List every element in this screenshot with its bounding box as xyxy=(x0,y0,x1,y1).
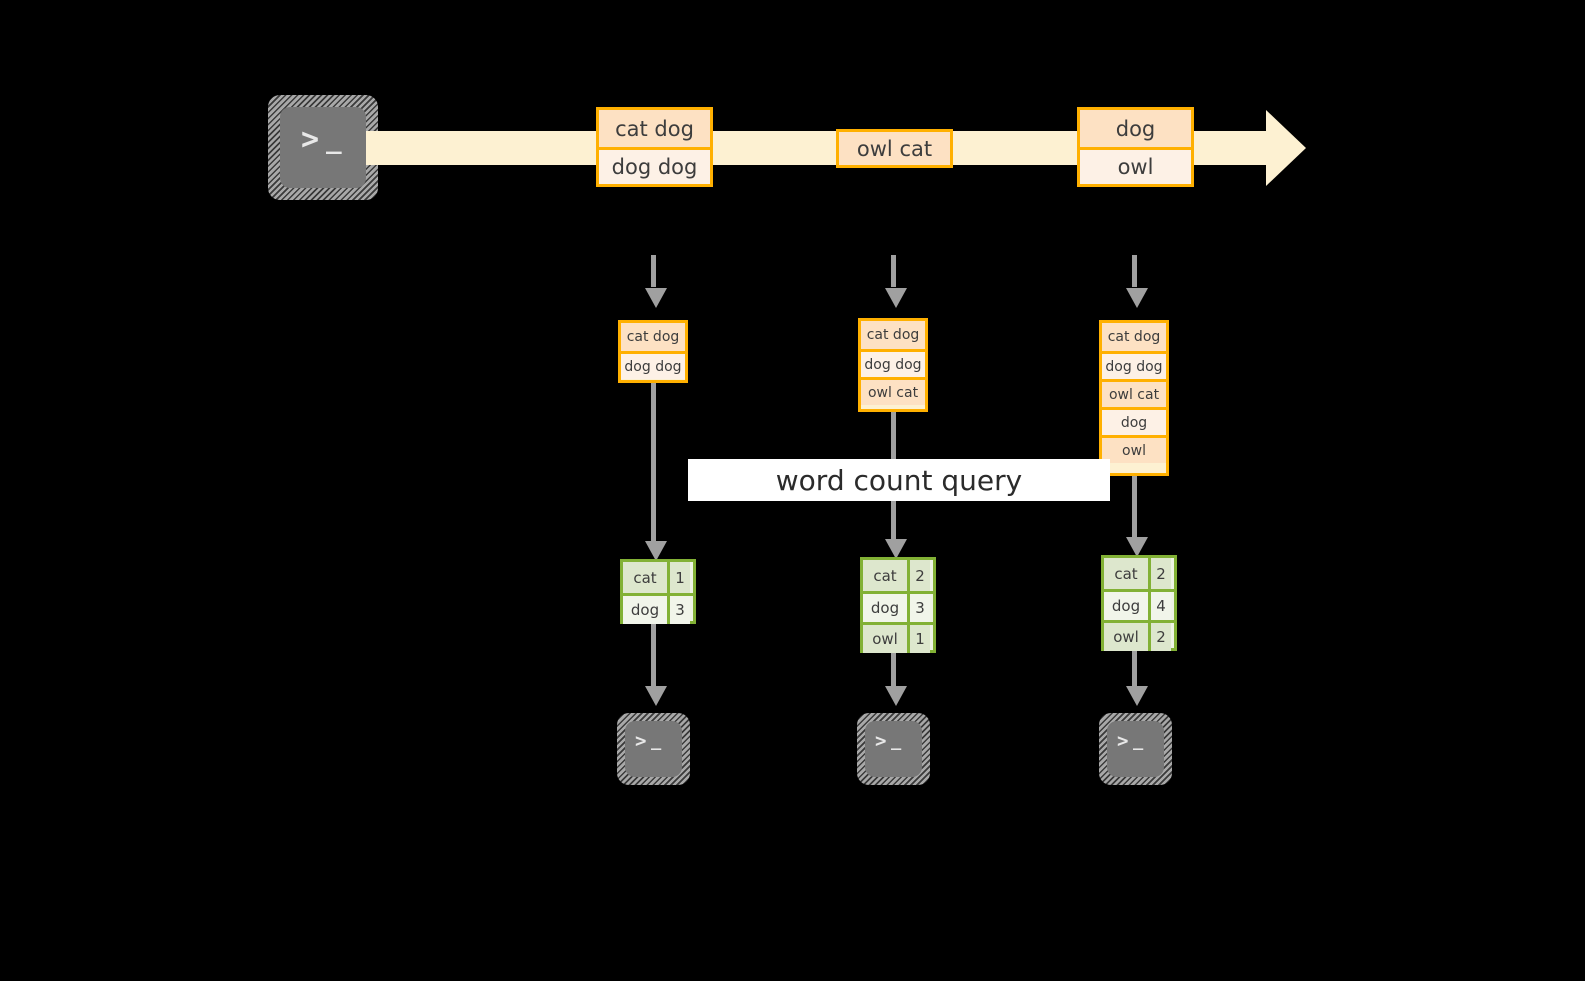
accumulated-row: dog dog xyxy=(621,351,685,379)
result-word: owl xyxy=(863,625,907,653)
terminal-body xyxy=(865,721,922,777)
source-terminal-icon: > _ xyxy=(268,95,378,200)
stream-event-line: dog xyxy=(1080,110,1191,147)
snapshot-2-query-arrowhead xyxy=(885,539,907,559)
snapshot-3-result-table[interactable]: cat 2 dog 4 owl 2 xyxy=(1101,555,1177,651)
stream-event-line: cat dog xyxy=(599,110,710,147)
result-row: dog 3 xyxy=(623,593,693,624)
snapshot-1-accumulated-table[interactable]: cat dog dog dog xyxy=(618,320,688,383)
snapshot-2-sink-arrowhead xyxy=(885,686,907,706)
result-word: cat xyxy=(1104,558,1148,589)
result-count: 2 xyxy=(1148,558,1171,589)
terminal-cursor-icon: _ xyxy=(326,125,342,155)
snapshot-1-result-table[interactable]: cat 1 dog 3 xyxy=(620,559,696,624)
result-word: cat xyxy=(863,560,907,591)
terminal-cursor-icon: _ xyxy=(891,731,902,751)
result-row: cat 1 xyxy=(623,562,693,593)
stream-event-line: owl xyxy=(1080,147,1191,184)
result-word: owl xyxy=(1104,623,1148,651)
snapshot-3-sink-arrowhead xyxy=(1126,686,1148,706)
snapshot-1-query-arrowhead xyxy=(645,541,667,561)
snapshot-2-sink-line xyxy=(891,653,896,690)
snapshot-2-result-table[interactable]: cat 2 dog 3 owl 1 xyxy=(860,557,936,653)
result-row: owl 1 xyxy=(863,622,933,653)
stream-event-line: dog dog xyxy=(599,147,710,184)
result-word: dog xyxy=(623,596,667,624)
snapshot-3-query-arrowhead xyxy=(1126,537,1148,557)
result-word: dog xyxy=(1104,592,1148,620)
snapshot-1-tap-arrowhead xyxy=(645,288,667,308)
snapshot-3-tap-arrowhead xyxy=(1126,288,1148,308)
snapshot-3-sink-line xyxy=(1132,651,1137,690)
accumulated-row: cat dog xyxy=(621,323,685,351)
result-count: 3 xyxy=(667,596,690,624)
snapshot-3-tap-line xyxy=(1132,255,1137,287)
stream-event-line: owl cat xyxy=(839,132,950,165)
snapshot-2-accumulated-table[interactable]: cat dog dog dog owl cat xyxy=(858,318,928,412)
snapshot-1-sink-terminal-icon: > _ xyxy=(617,713,690,785)
snapshot-1-sink-line xyxy=(651,624,656,690)
result-row: cat 2 xyxy=(1104,558,1174,589)
result-count: 1 xyxy=(907,625,930,653)
snapshot-2-tap-line xyxy=(891,255,896,287)
result-word: dog xyxy=(863,594,907,622)
query-label-band: word count query xyxy=(688,459,1110,501)
accumulated-row: cat dog xyxy=(1102,323,1166,351)
stream-event-3[interactable]: dog owl xyxy=(1077,107,1194,187)
result-row: dog 3 xyxy=(863,591,933,622)
result-row: owl 2 xyxy=(1104,620,1174,651)
result-word: cat xyxy=(623,562,667,593)
snapshot-1-query-line xyxy=(651,383,656,547)
snapshot-2-sink-terminal-icon: > _ xyxy=(857,713,930,785)
snapshot-1-tap-line xyxy=(651,255,656,287)
accumulated-row: dog dog xyxy=(1102,351,1166,379)
result-row: dog 4 xyxy=(1104,589,1174,620)
terminal-prompt-icon: > xyxy=(635,730,647,752)
snapshot-3-sink-terminal-icon: > _ xyxy=(1099,713,1172,785)
event-stream-arrowhead xyxy=(1266,110,1306,186)
terminal-prompt-icon: > xyxy=(301,122,320,157)
terminal-body xyxy=(280,107,366,188)
stream-event-1[interactable]: cat dog dog dog xyxy=(596,107,713,187)
terminal-prompt-icon: > xyxy=(1117,730,1129,752)
result-count: 1 xyxy=(667,562,690,593)
terminal-cursor-icon: _ xyxy=(651,731,662,751)
result-count: 3 xyxy=(907,594,930,622)
terminal-body xyxy=(625,721,682,777)
accumulated-row: owl cat xyxy=(861,377,925,405)
stream-event-2[interactable]: owl cat xyxy=(836,129,953,168)
result-row: cat 2 xyxy=(863,560,933,591)
accumulated-row: owl cat xyxy=(1102,379,1166,407)
accumulated-row: dog xyxy=(1102,407,1166,435)
snapshot-1-sink-arrowhead xyxy=(645,686,667,706)
result-count: 2 xyxy=(1148,623,1171,651)
accumulated-row: dog dog xyxy=(861,349,925,377)
snapshot-3-accumulated-table[interactable]: cat dog dog dog owl cat dog owl xyxy=(1099,320,1169,476)
terminal-body xyxy=(1107,721,1164,777)
accumulated-row: cat dog xyxy=(861,321,925,349)
snapshot-3-query-line xyxy=(1132,476,1137,542)
result-count: 2 xyxy=(907,560,930,591)
result-count: 4 xyxy=(1148,592,1171,620)
terminal-cursor-icon: _ xyxy=(1133,731,1144,751)
snapshot-2-tap-arrowhead xyxy=(885,288,907,308)
accumulated-row: owl xyxy=(1102,435,1166,463)
terminal-prompt-icon: > xyxy=(875,730,887,752)
